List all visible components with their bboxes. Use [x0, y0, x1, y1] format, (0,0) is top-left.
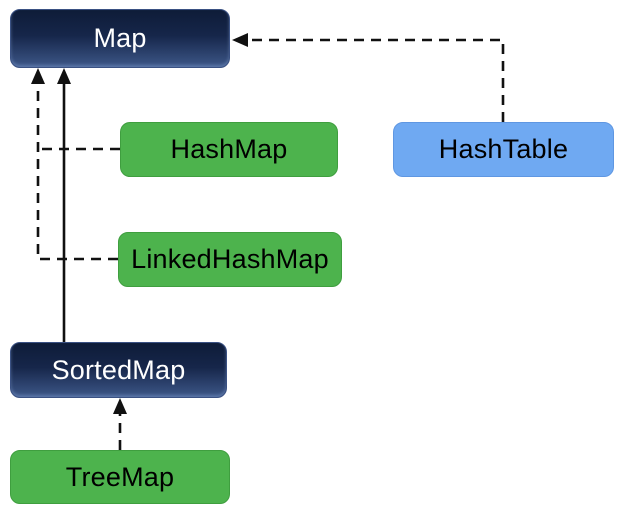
node-map: Map [10, 9, 230, 68]
node-hashmap-label: HashMap [170, 134, 288, 164]
edge-linkedhashmap-to-map [36, 84, 118, 261]
node-treemap: TreeMap [10, 450, 230, 504]
arrowhead-up-solid-into-map [57, 68, 71, 84]
node-hashtable: HashTable [393, 122, 614, 177]
node-sortedmap-label: SortedMap [51, 354, 186, 385]
node-treemap-label: TreeMap [65, 461, 175, 492]
node-hashtable-label: HashTable [438, 134, 569, 164]
arrowhead-up-into-sortedmap [113, 398, 127, 414]
node-linkedhashmap: LinkedHashMap [118, 232, 342, 287]
arrowhead-up-dashed-into-map [31, 68, 45, 84]
node-map-label: Map [93, 23, 147, 53]
edge-hashtable-to-map [248, 38, 505, 122]
arrowhead-left-into-map [232, 33, 248, 47]
node-hashmap: HashMap [120, 122, 338, 177]
node-linkedhashmap-label: LinkedHashMap [131, 244, 329, 274]
node-sortedmap: SortedMap [10, 342, 227, 398]
